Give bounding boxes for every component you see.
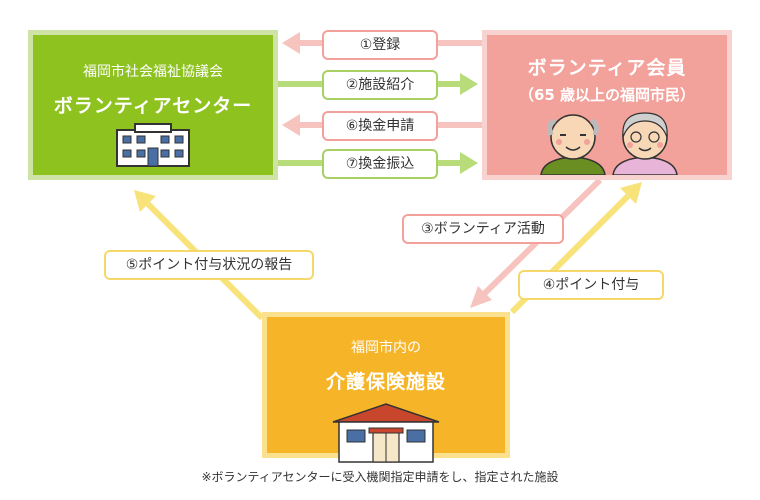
members-subtitle: （65 歳以上の福岡市民） — [518, 86, 696, 104]
footnote: ※ボランティアセンターに受入機関指定申請をし、指定された施設 — [201, 470, 559, 484]
care-facility-box: 福岡市内の 介護保険施設 — [262, 312, 510, 463]
label-volunteer-activity: ③ボランティア活動 — [402, 214, 564, 244]
volunteer-members-box: ボランティア会員 （65 歳以上の福岡市民） — [482, 30, 732, 180]
center-org-name: 福岡市社会福祉協議会 — [83, 64, 223, 80]
elderly-couple-icon — [540, 112, 678, 175]
building-icon — [116, 123, 190, 167]
facility-subtitle: 福岡市内の — [351, 340, 421, 356]
grandfather-icon — [540, 114, 606, 175]
members-title: ボランティア会員 — [527, 57, 687, 79]
volunteer-center-box: 福岡市社会福祉協議会 ボランティアセンター — [28, 30, 278, 180]
facility-title: 介護保険施設 — [325, 371, 446, 393]
label-register: ①登録 — [322, 30, 438, 60]
label-point-award: ④ポイント付与 — [518, 270, 664, 300]
label-point-report: ⑤ポイント付与状況の報告 — [104, 250, 314, 280]
facility-building-icon — [332, 403, 440, 463]
label-exchange-transfer: ⑦換金振込 — [322, 149, 438, 179]
grandmother-icon — [612, 112, 678, 175]
label-exchange-request: ⑥換金申請 — [322, 111, 438, 141]
label-facility-intro: ②施設紹介 — [322, 70, 438, 100]
center-title: ボランティアセンター — [53, 95, 253, 117]
